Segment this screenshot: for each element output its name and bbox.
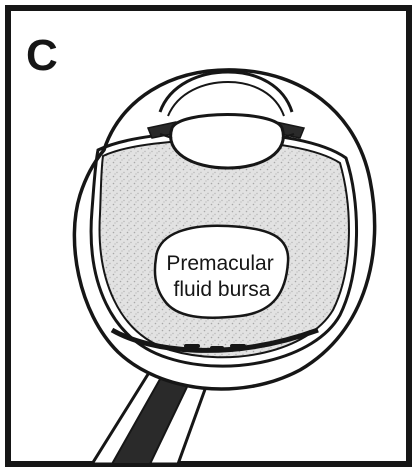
panel-label: C [26, 31, 58, 80]
lens [171, 115, 284, 169]
posterior-hyaloid-marks [186, 346, 244, 348]
bursa-label-line2: fluid bursa [174, 278, 271, 301]
bursa-label-line1: Premacular [166, 252, 273, 275]
